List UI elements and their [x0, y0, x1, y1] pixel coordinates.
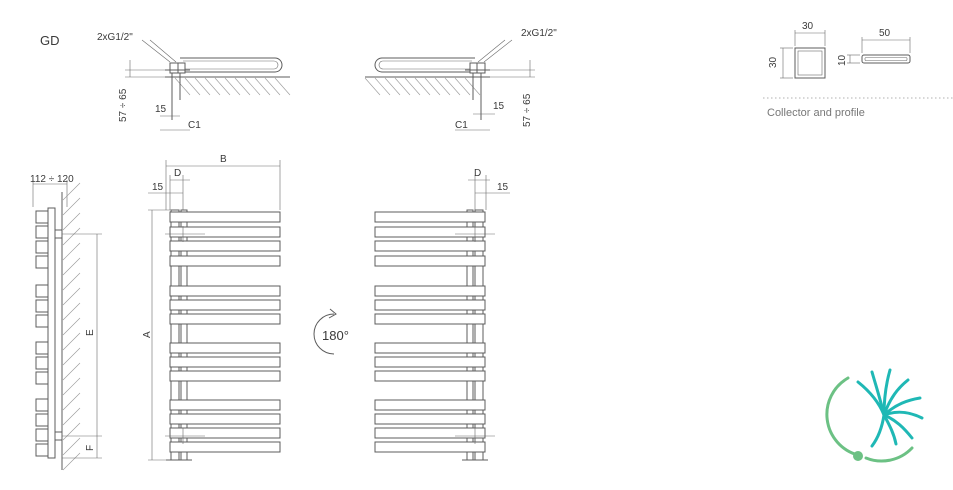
collector-width-label: 30 [802, 21, 814, 32]
collector-profile-detail: 30 30 50 10 Collector and profile [763, 21, 953, 119]
d-label-right: D [474, 168, 481, 179]
pipe-offset-label-right: 15 [493, 101, 505, 112]
front-view-right: D 15 [374, 168, 510, 461]
top-view-left: 2xG1/2" 57 ÷ 65 15 C1 [97, 32, 291, 131]
side-view: 112 ÷ 120 [30, 174, 102, 471]
model-code: GD [40, 33, 60, 48]
front-view-left: B D 15 A [142, 154, 281, 461]
b-label: B [220, 154, 227, 165]
profile-width-label: 50 [879, 28, 891, 39]
f-label: F [85, 445, 96, 451]
c1-label-right: C1 [455, 120, 468, 131]
side-depth-label: 112 ÷ 120 [30, 174, 74, 185]
pipe-offset-label-left: 15 [155, 104, 167, 115]
profile-height-label: 10 [837, 54, 848, 66]
connection-label-right: 2xG1/2" [521, 28, 557, 39]
connection-label-left: 2xG1/2" [97, 32, 133, 43]
a-label: A [142, 331, 153, 338]
e-label: E [85, 329, 96, 336]
brand-logo [825, 368, 924, 463]
rotation-label: 180° [322, 328, 349, 343]
wall-distance-label-left: 57 ÷ 65 [118, 88, 129, 122]
collector-height-label: 30 [768, 56, 779, 68]
wall-distance-label-right: 57 ÷ 65 [522, 93, 533, 127]
profile-caption: Collector and profile [767, 107, 865, 119]
pipe-offset-label-front: 15 [152, 182, 164, 193]
d-label-left: D [174, 168, 181, 179]
c1-label-left: C1 [188, 120, 201, 131]
rotation-mark: 180° [313, 308, 349, 355]
pipe-offset-label-front-right: 15 [497, 182, 509, 193]
top-view-right: 2xG1/2" 57 ÷ 65 15 C1 [364, 28, 557, 131]
